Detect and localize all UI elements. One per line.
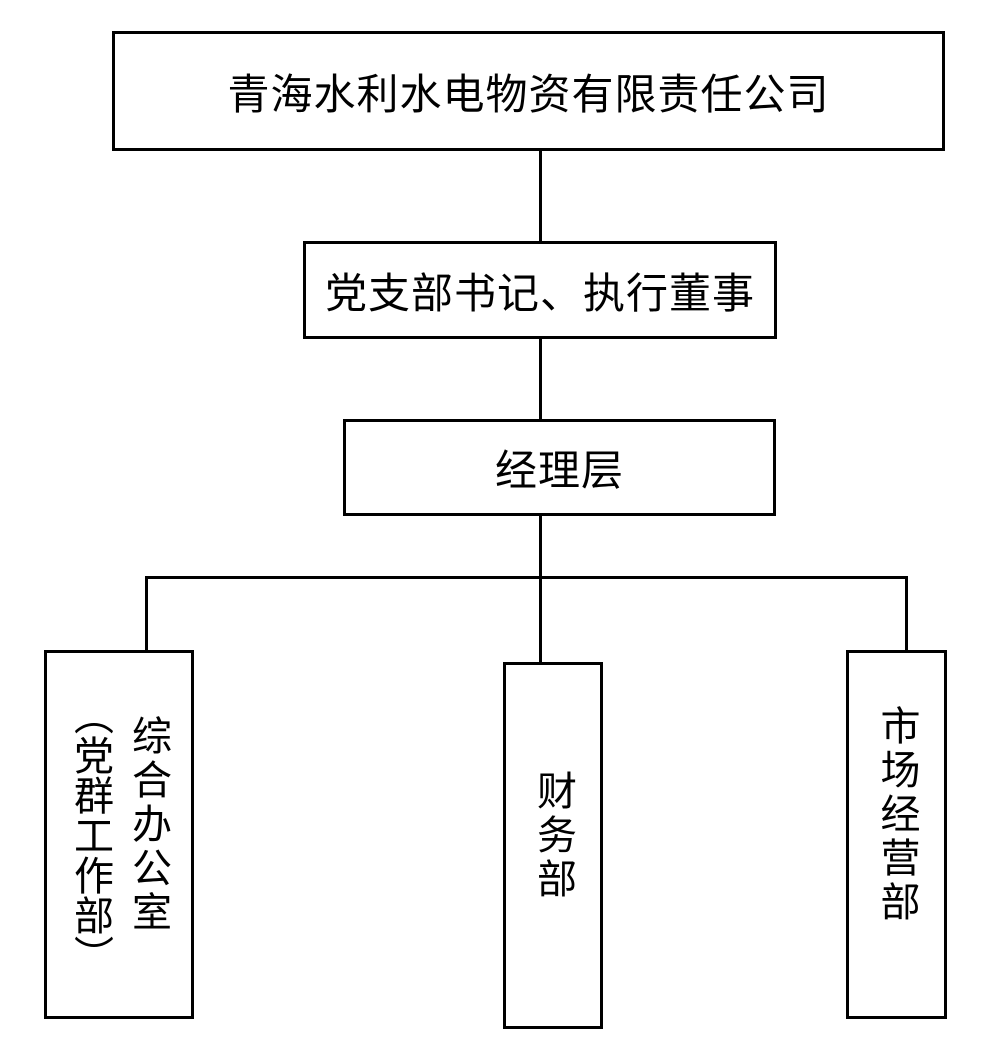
connector-company-to-secretary — [539, 149, 542, 243]
connector-secretary-to-management — [539, 337, 542, 421]
party-secretary-label: 党支部书记、执行董事 — [324, 268, 755, 318]
connector-to-general-office — [145, 576, 148, 652]
general-office-node: （党群工作部） 综合办公室 — [44, 650, 194, 1019]
general-office-label: 综合办公室 — [125, 714, 171, 935]
marketing-node: 市场经营部 — [846, 650, 947, 1019]
finance-label: 财务部 — [530, 769, 576, 902]
connector-to-marketing — [905, 576, 908, 652]
company-node: 青海水利水电物资有限责任公司 — [112, 31, 945, 151]
management-label: 经理层 — [494, 446, 624, 495]
connector-horizontal-bus — [145, 576, 908, 579]
connector-to-finance — [539, 576, 542, 664]
party-secretary-node: 党支部书记、执行董事 — [303, 241, 777, 339]
marketing-label: 市场经营部 — [873, 704, 920, 925]
management-node: 经理层 — [343, 419, 776, 516]
connector-management-trunk — [539, 514, 542, 578]
company-label: 青海水利水电物资有限责任公司 — [227, 69, 830, 119]
finance-node: 财务部 — [503, 662, 603, 1029]
general-office-sub-label: （党群工作部） — [67, 694, 113, 975]
